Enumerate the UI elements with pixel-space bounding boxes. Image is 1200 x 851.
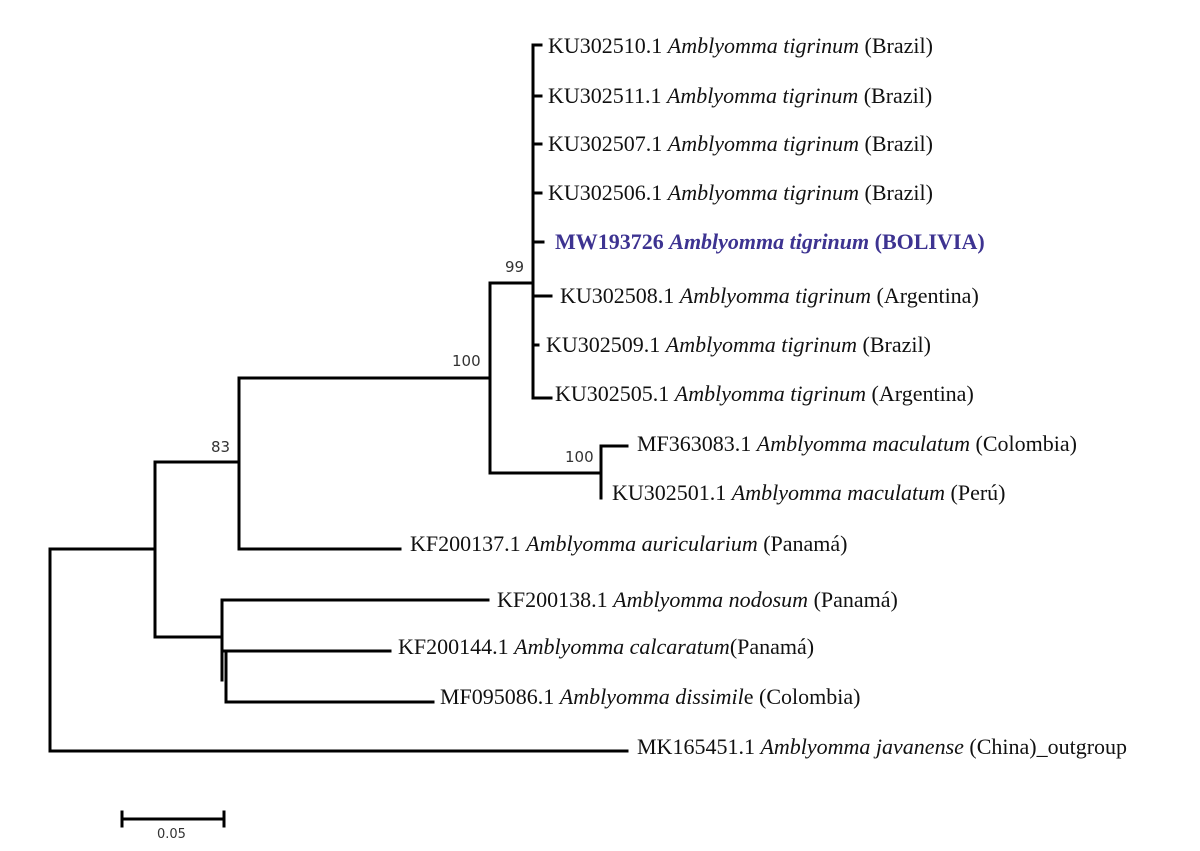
support-tigrinum: 99 xyxy=(505,258,524,276)
tigrinum-maculatum-branches xyxy=(488,281,603,475)
taxon-label: MF095086.1 Amblyomma dissimile (Colombia… xyxy=(440,684,860,709)
taxon-label: KF200137.1 Amblyomma auricularium (Panam… xyxy=(410,531,848,556)
taxon-label: KU302509.1 Amblyomma tigrinum (Brazil) xyxy=(546,332,931,357)
support-tigrinum-maculatum: 100 xyxy=(452,352,481,370)
taxon-label: KU302505.1 Amblyomma tigrinum (Argentina… xyxy=(555,381,974,406)
lower-clade-branches xyxy=(220,598,490,704)
tigrinum-clade-branches xyxy=(531,43,553,400)
root-branch xyxy=(48,547,629,753)
taxon-label: KU302506.1 Amblyomma tigrinum (Brazil) xyxy=(548,180,933,205)
taxon-label: KF200144.1 Amblyomma calcaratum(Panamá) xyxy=(398,634,814,659)
taxon-label: KU302508.1 Amblyomma tigrinum (Argentina… xyxy=(560,283,979,308)
taxon-label: MF363083.1 Amblyomma maculatum (Colombia… xyxy=(637,431,1077,456)
maculatum-clade-branches xyxy=(599,444,629,500)
node-83-branches xyxy=(153,460,241,639)
scale-bar-label: 0.05 xyxy=(157,827,186,842)
taxon-label: KU302501.1 Amblyomma maculatum (Perú) xyxy=(612,480,1006,505)
taxon-label: KU302507.1 Amblyomma tigrinum (Brazil) xyxy=(548,131,933,156)
taxon-label: KU302511.1 Amblyomma tigrinum (Brazil) xyxy=(548,83,932,108)
support-maculatum: 100 xyxy=(565,448,594,466)
taxon-label: KF200138.1 Amblyomma nodosum (Panamá) xyxy=(497,587,898,612)
taxon-label: KU302510.1 Amblyomma tigrinum (Brazil) xyxy=(548,33,933,58)
node-100-branches xyxy=(237,376,492,551)
support-83: 83 xyxy=(211,438,230,456)
taxon-label-outgroup: MK165451.1 Amblyomma javanense (China)_o… xyxy=(637,734,1127,759)
taxon-label-highlighted: MW193726 Amblyomma tigrinum (BOLIVIA) xyxy=(555,229,985,254)
scale-bar xyxy=(120,810,226,828)
